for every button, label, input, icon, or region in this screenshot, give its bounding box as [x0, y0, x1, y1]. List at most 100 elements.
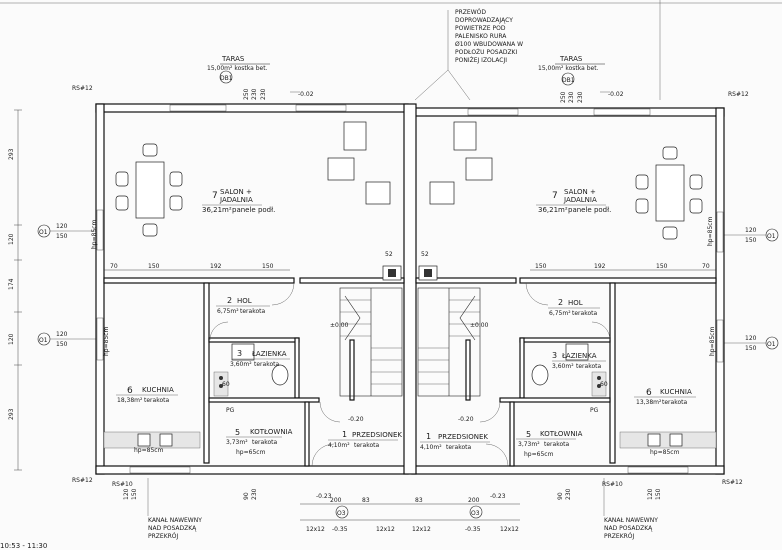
dining-table-left: [115, 143, 183, 237]
axis-o3-left: O3: [335, 505, 349, 519]
svg-text:250: 250: [243, 88, 250, 100]
svg-text:192: 192: [210, 263, 222, 270]
svg-text:192: 192: [594, 263, 606, 270]
svg-text:150: 150: [148, 263, 160, 270]
svg-text:PODŁOŻU POSADZKI: PODŁOŻU POSADZKI: [455, 49, 517, 56]
svg-text:-0.35: -0.35: [465, 526, 481, 533]
room-label-salon-right: 7 SALON + JADALNIA 36,21m² panele podł.: [536, 188, 611, 214]
svg-text:3,60m²: 3,60m²: [230, 361, 252, 368]
svg-text:36,21m²: 36,21m²: [202, 206, 232, 214]
svg-text:HOL: HOL: [237, 297, 252, 305]
taras-left-label: TARAS 15,00m² kostka bet.: [207, 55, 270, 72]
svg-text:DB1: DB1: [220, 75, 233, 82]
svg-text:±0.00: ±0.00: [330, 322, 349, 329]
svg-text:-0.23: -0.23: [316, 493, 332, 500]
svg-text:150: 150: [262, 263, 274, 270]
svg-text:3: 3: [237, 349, 242, 358]
svg-text:panele podł.: panele podł.: [568, 206, 611, 214]
kitchen-counter-right: [619, 431, 717, 449]
svg-text:120: 120: [8, 333, 15, 345]
svg-text:NAD POSADZKĄ: NAD POSADZKĄ: [148, 525, 197, 532]
svg-text:ŁAZIENKA: ŁAZIENKA: [251, 350, 287, 358]
room-label-przedsionek-left: 1 PRZEDSIONEK 4,10m² terakota: [328, 430, 402, 449]
svg-text:70: 70: [702, 263, 710, 270]
svg-text:150: 150: [131, 488, 138, 500]
svg-text:2: 2: [227, 296, 232, 305]
svg-text:PRZEWÓD: PRZEWÓD: [455, 9, 486, 16]
svg-text:150: 150: [655, 488, 662, 500]
room-label-kotlownia-left: 5 KOTŁOWNIA 3,73m² terakota hp=65cm: [226, 428, 293, 456]
svg-text:O1: O1: [767, 233, 776, 240]
room-label-kotlownia-right: 5 KOTŁOWNIA 3,73m² terakota hp=65cm: [516, 430, 583, 458]
svg-text:PRZEDSIONEK: PRZEDSIONEK: [352, 431, 402, 439]
interior-walls: [103, 277, 717, 467]
svg-text:150: 150: [56, 233, 68, 240]
svg-text:70: 70: [110, 263, 118, 270]
kitchen-counter-left: [103, 431, 201, 449]
svg-text:TARAS: TARAS: [559, 55, 583, 63]
svg-text:120: 120: [123, 488, 130, 500]
svg-text:RS#10: RS#10: [112, 481, 133, 488]
svg-text:120: 120: [647, 488, 654, 500]
svg-text:90: 90: [243, 492, 250, 500]
svg-text:PALENISKO RURA: PALENISKO RURA: [455, 33, 507, 40]
svg-text:RS#12: RS#12: [72, 85, 93, 92]
svg-text:hp=85cm: hp=85cm: [707, 216, 714, 246]
svg-text:13,38m²: 13,38m²: [636, 399, 662, 406]
svg-text:hp=65cm: hp=65cm: [524, 451, 554, 458]
svg-text:230: 230: [568, 91, 575, 103]
svg-text:83: 83: [415, 497, 423, 504]
przewod-note: PRZEWÓD DOPROWADZAJĄCY POWIETRZE POD PAL…: [414, 9, 523, 101]
kanal-note-right: KANAŁ NAWEWNY NAD POSADZKĄ PRZEKRÓJ: [603, 478, 658, 540]
svg-text:hp=85cm: hp=85cm: [103, 326, 110, 356]
svg-text:230: 230: [251, 88, 258, 100]
dining-table-right: [635, 146, 703, 240]
svg-text:60: 60: [600, 381, 608, 388]
axis-o1-right-upper: O1 120 150: [720, 227, 779, 244]
svg-text:RS#12: RS#12: [728, 91, 749, 98]
chimney-right: 52: [418, 251, 438, 281]
svg-text:-0.02: -0.02: [298, 91, 314, 98]
room-label-hol-right: 2 HOL 6,75m² terakota: [548, 298, 600, 317]
svg-text:4,10m²: 4,10m²: [328, 442, 350, 449]
salon-furniture-right: [429, 121, 493, 205]
svg-text:PG: PG: [590, 407, 599, 414]
svg-text:5: 5: [235, 428, 240, 437]
svg-text:120: 120: [8, 233, 15, 245]
svg-text:KOTŁOWNIA: KOTŁOWNIA: [540, 430, 583, 438]
svg-text:200: 200: [468, 497, 480, 504]
svg-text:-0.20: -0.20: [348, 416, 364, 423]
svg-text:150: 150: [745, 345, 757, 352]
svg-text:6: 6: [127, 386, 133, 396]
svg-text:terakota: terakota: [572, 310, 597, 317]
dim-chain-bottom: 200 83 83 200 12x12 12x12 12x12 12x12 12…: [123, 488, 662, 533]
svg-text:3,60m²: 3,60m²: [552, 363, 574, 370]
svg-text:3,73m²: 3,73m²: [518, 441, 540, 448]
svg-text:KANAŁ NAWEWNY: KANAŁ NAWEWNY: [604, 517, 658, 524]
staircase-left: [339, 287, 403, 397]
room-label-kuchnia-left: 6 KUCHNIA 18,38m² terakota: [116, 386, 178, 404]
svg-text:-0.35: -0.35: [332, 526, 348, 533]
svg-text:DB1: DB1: [562, 77, 575, 84]
svg-text:230: 230: [260, 88, 267, 100]
svg-text:PRZEKRÓJ: PRZEKRÓJ: [604, 533, 635, 540]
room-label-przedsionek-right: 1 PRZEDSIONEK 4,10m² terakota: [420, 432, 490, 451]
svg-text:-0.23: -0.23: [490, 493, 506, 500]
svg-text:4,10m²: 4,10m²: [420, 444, 442, 451]
db1-marker-left: DB1: [219, 70, 233, 84]
dim-chain-top-right: 150 192 150 70: [530, 263, 716, 271]
svg-text:230: 230: [577, 91, 584, 103]
svg-text:7: 7: [212, 191, 218, 201]
svg-text:230: 230: [251, 488, 258, 500]
top-vertical-dims: 250 230 230 250 230 230 -0.02 -0.02: [243, 88, 624, 103]
doors: [209, 282, 611, 467]
svg-text:52: 52: [385, 251, 393, 258]
timestamp-label: 10:53 - 11:30: [0, 542, 47, 550]
room-label-kuchnia-right: 6 KUCHNIA 13,38m² terakota: [634, 388, 696, 406]
svg-text:-0.02: -0.02: [608, 91, 624, 98]
svg-text:6,75m²: 6,75m²: [217, 308, 239, 315]
svg-text:terakota: terakota: [254, 361, 279, 368]
svg-text:1: 1: [342, 430, 347, 439]
